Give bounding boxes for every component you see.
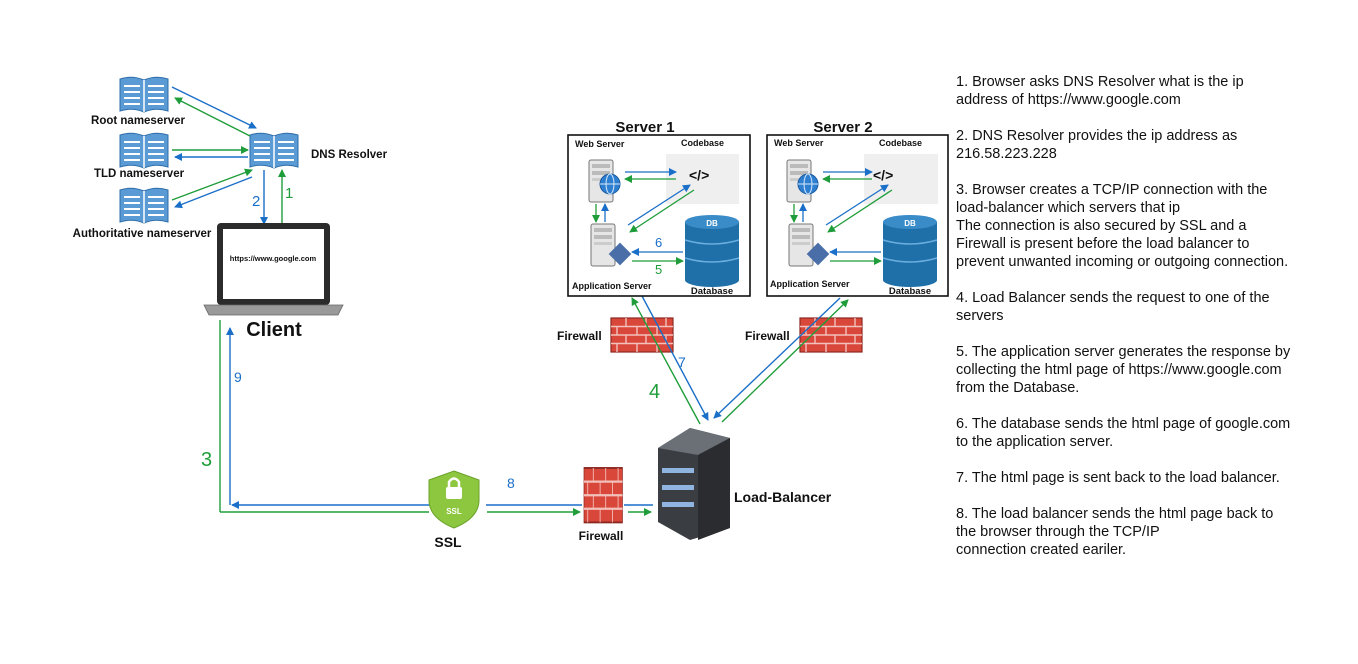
arrow-lb-to-server2: [721, 299, 849, 423]
lb-server-arrows: [631, 295, 849, 425]
root-nameserver-label: Root nameserver: [91, 115, 185, 127]
step-8: 8. The load balancer sends the html page…: [956, 506, 1274, 558]
browser-url: https://www.google.com: [230, 254, 317, 263]
laptop-screen: [223, 229, 324, 299]
arrow-resolver-to-auth: [174, 176, 253, 209]
step-5: 5. The application server generates the …: [956, 344, 1291, 396]
arrow-number-4: 4: [649, 381, 660, 403]
server-title: Server 2: [813, 119, 872, 136]
step-1: 1. Browser asks DNS Resolver what is the…: [956, 74, 1244, 108]
client-laptop: https://www.google.com Client: [203, 223, 344, 341]
book-icon: [119, 187, 169, 224]
book-icon: [119, 76, 169, 113]
arrow-number-1: 1: [285, 185, 293, 202]
ssl-badge-text: SSL: [446, 507, 462, 516]
server-2: Server 2 Web Server Codebase </> Applica…: [766, 119, 949, 297]
book-icon: [119, 132, 169, 169]
application-server-icon: [590, 223, 616, 267]
ssl-label: SSL: [434, 534, 462, 550]
db-icon-text: DB: [706, 219, 718, 228]
arrow-resolver-to-root: [174, 97, 251, 137]
firewall-label: Firewall: [579, 529, 624, 543]
authoritative-nameserver-label: Authoritative nameserver: [73, 228, 212, 240]
step-6: 6. The database sends the html page of g…: [956, 416, 1291, 450]
application-server-label: Application Server: [572, 281, 652, 291]
firewall-server-1: Firewall: [557, 317, 674, 353]
codebase-label: Codebase: [681, 138, 724, 148]
codebase-box: [666, 154, 739, 204]
firewall-server-2: Firewall: [745, 317, 863, 353]
arrow-server2-to-lb: [713, 297, 841, 419]
web-server-label: Web Server: [774, 138, 824, 148]
server-box: [567, 134, 751, 297]
server-1-internal-arrows: [592, 168, 695, 265]
dns-resolver: DNS Resolver: [249, 132, 388, 169]
application-server-icon: [788, 223, 814, 267]
codebase-label: Codebase: [879, 138, 922, 148]
web-server-label: Web Server: [575, 139, 625, 149]
codebase-box: [864, 154, 938, 204]
arrow-server1-to-lb: [641, 295, 709, 421]
db-icon-text: DB: [904, 219, 916, 228]
laptop-base: [203, 304, 344, 316]
firewall-label: Firewall: [745, 329, 790, 343]
client-path-arrows: [219, 320, 653, 516]
tld-nameserver-label: TLD nameserver: [94, 168, 185, 180]
step-2: 2. DNS Resolver provides the ip address …: [956, 128, 1238, 162]
ssl-shield: SSL SSL: [428, 470, 480, 550]
arrow-number-8: 8: [507, 475, 515, 491]
server-2-internal-arrows: [790, 168, 893, 265]
tld-nameserver: TLD nameserver: [94, 132, 185, 180]
application-server-label: Application Server: [770, 279, 850, 289]
brick-wall-icon: [610, 317, 674, 353]
client-label: Client: [246, 319, 302, 341]
load-balancer: Load-Balancer: [658, 428, 832, 540]
arrow-number-6: 6: [655, 235, 662, 250]
root-nameserver: Root nameserver: [91, 76, 185, 127]
brick-wall-icon: [582, 466, 624, 524]
brick-wall-icon: [799, 317, 863, 353]
arrow-number-3: 3: [201, 449, 212, 471]
shield-icon: [428, 470, 480, 529]
code-icon: </>: [689, 167, 709, 183]
dns-resolver-label: DNS Resolver: [311, 149, 388, 161]
arrow-number-7: 7: [678, 354, 686, 370]
code-icon: </>: [873, 167, 893, 183]
steps-list: 1. Browser asks DNS Resolver what is the…: [956, 73, 1296, 577]
arrow-number-5: 5: [655, 262, 662, 277]
dns-arrows: [171, 86, 286, 225]
arrow-root-to-resolver: [171, 86, 257, 129]
firewall-bottom: Firewall: [579, 466, 624, 543]
arrow-number-9: 9: [234, 369, 242, 385]
database-icon: DB: [882, 215, 938, 287]
arrow-number-2: 2: [252, 193, 260, 210]
firewall-label: Firewall: [557, 329, 602, 343]
database-icon: DB: [684, 215, 740, 287]
arrow-lb-to-server1: [631, 297, 701, 425]
load-balancer-label: Load-Balancer: [734, 489, 832, 505]
server-title: Server 1: [615, 119, 674, 136]
authoritative-nameserver: Authoritative nameserver: [73, 187, 212, 240]
step-7: 7. The html page is sent back to the loa…: [956, 470, 1280, 486]
book-icon: [249, 132, 299, 169]
database-label: Database: [889, 286, 931, 297]
step-3: 3. Browser creates a TCP/IP connection w…: [956, 182, 1289, 270]
step-4: 4. Load Balancer sends the request to on…: [956, 290, 1270, 324]
arrow-auth-to-resolver: [171, 168, 253, 201]
server-box: [766, 134, 949, 297]
lock-icon: [446, 487, 462, 499]
server-1: Server 1 Web Server Codebase </> Applica…: [567, 119, 751, 297]
database-label: Database: [691, 286, 733, 297]
